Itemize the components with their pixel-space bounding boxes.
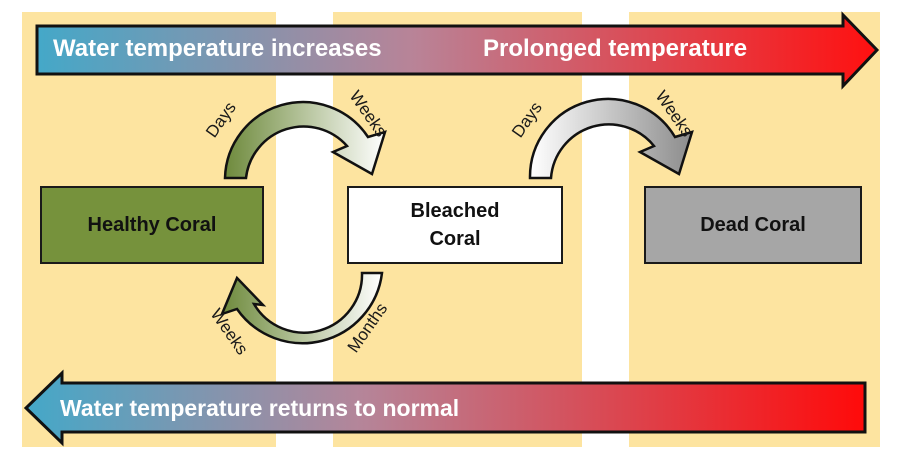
state-healthy-coral: Healthy Coral [40,186,264,264]
state-bleached-coral: Bleached Coral [347,186,563,264]
banner-prolonged-temperature: Prolonged temperature [483,35,748,62]
state-bleached-coral-label-line2: Coral [429,228,481,250]
bleached-to-dead-arrow [528,97,694,180]
healthy-to-bleached-arrow [223,100,387,180]
banner-water-temperature-increases: Water temperature increases [53,35,382,62]
state-bleached-coral-label-line1: Bleached [410,200,500,222]
banner-water-temperature-returns: Water temperature returns to normal [60,395,460,421]
state-healthy-coral-label: Healthy Coral [87,214,217,236]
state-dead-coral-label: Dead Coral [700,214,806,236]
temperature-increase-arrow [35,11,880,90]
temperature-return-arrow [23,369,867,447]
state-dead-coral: Dead Coral [644,186,862,264]
bleached-to-healthy-arrow [219,271,384,345]
